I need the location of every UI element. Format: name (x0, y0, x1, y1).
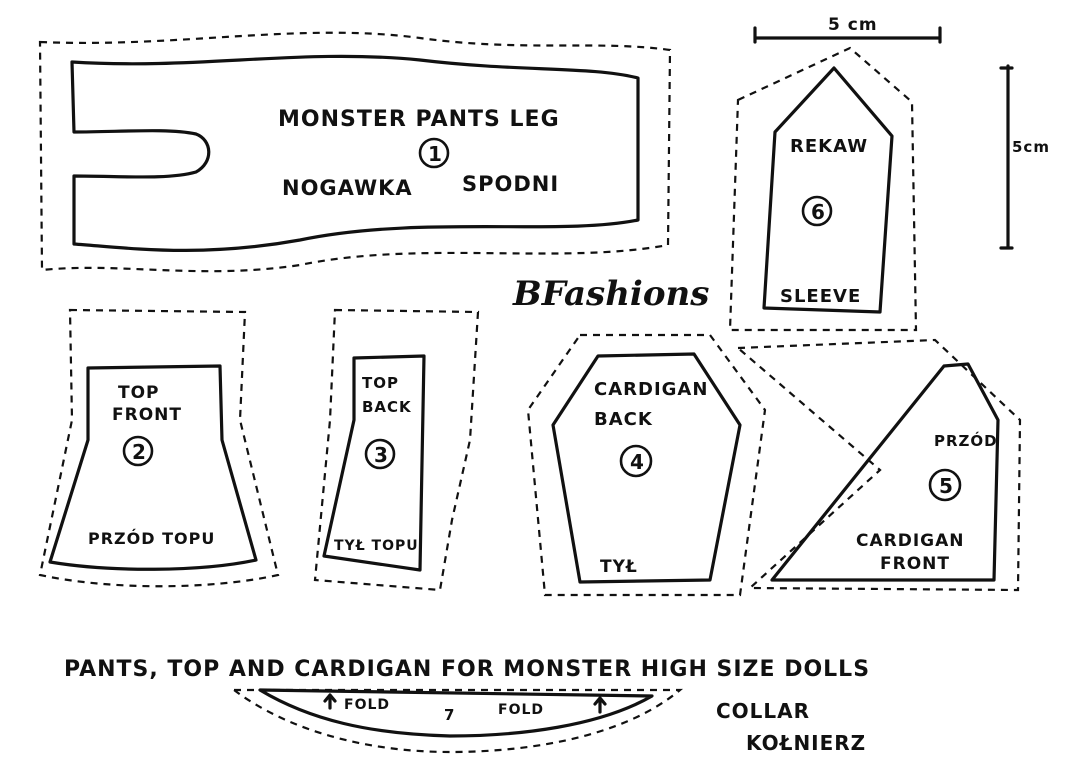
fold-arrow-right-icon (593, 696, 607, 714)
collar-seam-allowance (230, 688, 684, 754)
top-front-title-pl: PRZÓD TOPU (88, 529, 215, 548)
cardigan-front-seam-allowance (735, 338, 1022, 592)
scale-vertical: 5cm (999, 64, 1050, 250)
cardigan-back-title-pl: TYŁ (600, 557, 638, 577)
piece-cardigan-front: PRZÓD 5 CARDIGAN FRONT (735, 338, 1022, 592)
scale-horizontal-label: 5 cm (828, 15, 878, 35)
piece-top-back: TOP BACK 3 TYŁ TOPU (313, 308, 480, 592)
collar-fold-right: FOLD (498, 702, 544, 718)
collar-number: 7 (444, 706, 455, 724)
scale-vertical-label: 5cm (1012, 138, 1050, 156)
scale-horizontal: 5 cm (753, 15, 942, 44)
top-front-cut-line (48, 364, 258, 571)
top-front-title-en-1: TOP (118, 383, 160, 403)
top-front-number-circle (122, 435, 154, 467)
pants-leg-title-pl-1: NOGAWKA (282, 176, 413, 200)
pants-leg-number-circle (418, 137, 450, 169)
cardigan-front-title-pl: PRZÓD (934, 431, 998, 450)
cardigan-back-seam-allowance (526, 333, 767, 597)
cardigan-front-title-en-2: FRONT (880, 554, 950, 574)
piece-pants-leg: MONSTER PANTS LEG 1 NOGAWKA SPODNI (38, 31, 672, 273)
collar-cut-line (258, 688, 654, 738)
cardigan-back-number-circle (619, 444, 653, 478)
top-front-seam-allowance (38, 308, 280, 588)
cardigan-back-title-en-2: BACK (594, 409, 653, 430)
top-front-number: 2 (132, 440, 147, 464)
sleeve-cut-line (762, 66, 894, 314)
piece-cardigan-back: CARDIGAN BACK 4 TYŁ (526, 333, 767, 597)
cardigan-back-title-en-1: CARDIGAN (594, 379, 708, 400)
top-back-number: 3 (374, 443, 389, 467)
sleeve-number: 6 (811, 200, 826, 224)
piece-sleeve: REKAW 6 SLEEVE (728, 46, 918, 332)
sleeve-title-pl: REKAW (790, 136, 868, 157)
top-back-title-en-1: TOP (362, 374, 399, 392)
collar-title-en: COLLAR (716, 699, 810, 723)
pants-leg-seam-allowance (38, 31, 672, 273)
fold-arrow-left-icon (323, 693, 337, 710)
sleeve-title-en: SLEEVE (780, 286, 861, 307)
top-back-title-en-2: BACK (362, 398, 412, 416)
pants-leg-number: 1 (428, 142, 443, 166)
cardigan-back-cut-line (551, 352, 742, 584)
collar-fold-left: FOLD (344, 697, 390, 713)
collar-title-pl: KOŁNIERZ (746, 731, 866, 755)
top-back-cut-line (322, 354, 426, 572)
piece-collar: FOLD 7 FOLD COLLAR KOŁNIERZ (230, 688, 866, 755)
piece-top-front: TOP FRONT 2 PRZÓD TOPU (38, 308, 280, 588)
cardigan-front-cut-line (770, 362, 1000, 582)
brand-logo: BFashions (512, 274, 709, 314)
pants-leg-title-en: MONSTER PANTS LEG (278, 107, 560, 132)
sleeve-number-circle (801, 195, 833, 227)
pants-leg-cut-line (70, 54, 640, 252)
top-back-number-circle (364, 438, 396, 470)
cardigan-front-number-circle (928, 468, 962, 502)
pants-leg-title-pl-2: SPODNI (462, 172, 559, 196)
top-front-title-en-2: FRONT (112, 405, 182, 425)
cardigan-front-title-en-1: CARDIGAN (856, 531, 965, 551)
cardigan-front-number: 5 (939, 474, 954, 498)
cardigan-back-number: 4 (630, 450, 645, 474)
pattern-caption: PANTS, TOP AND CARDIGAN FOR MONSTER HIGH… (64, 657, 870, 682)
top-back-title-pl: TYŁ TOPU (334, 538, 419, 554)
